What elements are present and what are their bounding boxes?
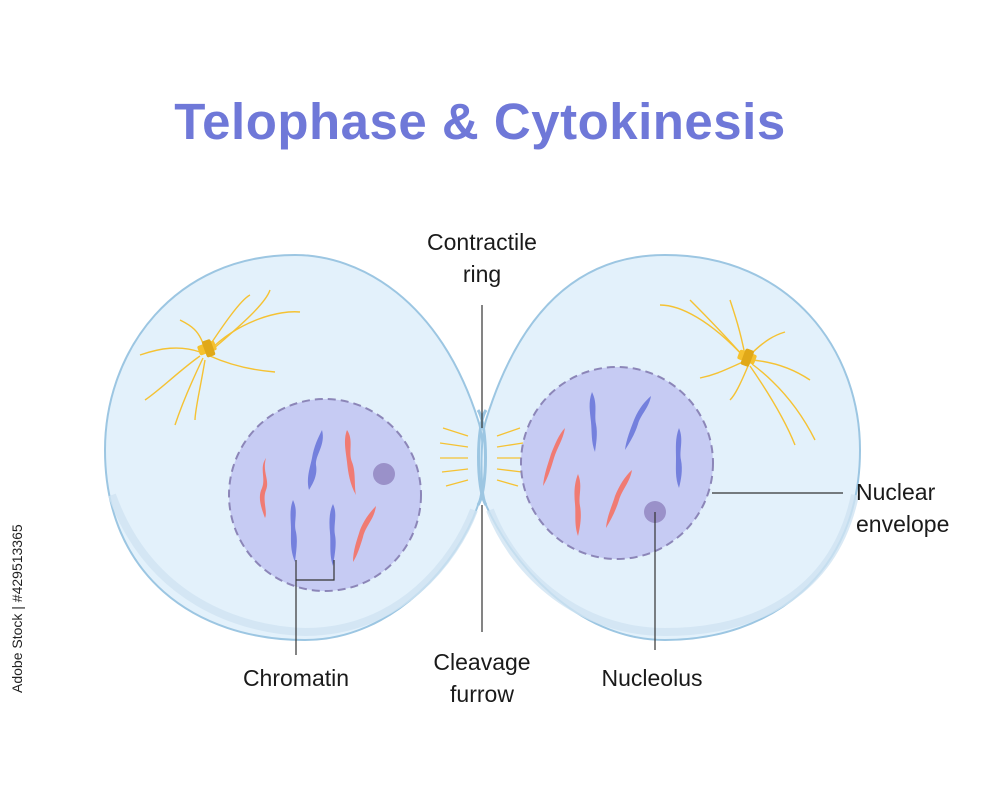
left-nucleolus (373, 463, 395, 485)
left-nucleus (228, 398, 422, 592)
nuclear-envelope-label-line2: envelope (856, 511, 949, 537)
left-centrosome-icon (197, 339, 217, 358)
nuclear-envelope-label: Nuclear (856, 479, 936, 505)
contractile-ring-label: Contractile (427, 229, 537, 255)
nucleolus-label: Nucleolus (602, 665, 703, 691)
cleavage-furrow-label: Cleavage (433, 649, 530, 675)
diagram-title: Telophase & Cytokinesis (174, 93, 786, 150)
right-chromosomes (543, 392, 682, 536)
contractile-ring-label-line2: ring (463, 261, 501, 287)
leader-lines (295, 305, 843, 655)
stock-id-text: Adobe Stock | #429513365 (9, 524, 25, 693)
chromatin-label: Chromatin (243, 665, 349, 691)
cleavage-furrow-label-line2: furrow (450, 681, 514, 707)
midzone-fibers (439, 427, 524, 487)
left-chromosomes (259, 430, 376, 566)
right-centrosome-icon (737, 348, 757, 367)
contractile-ring (476, 409, 487, 506)
